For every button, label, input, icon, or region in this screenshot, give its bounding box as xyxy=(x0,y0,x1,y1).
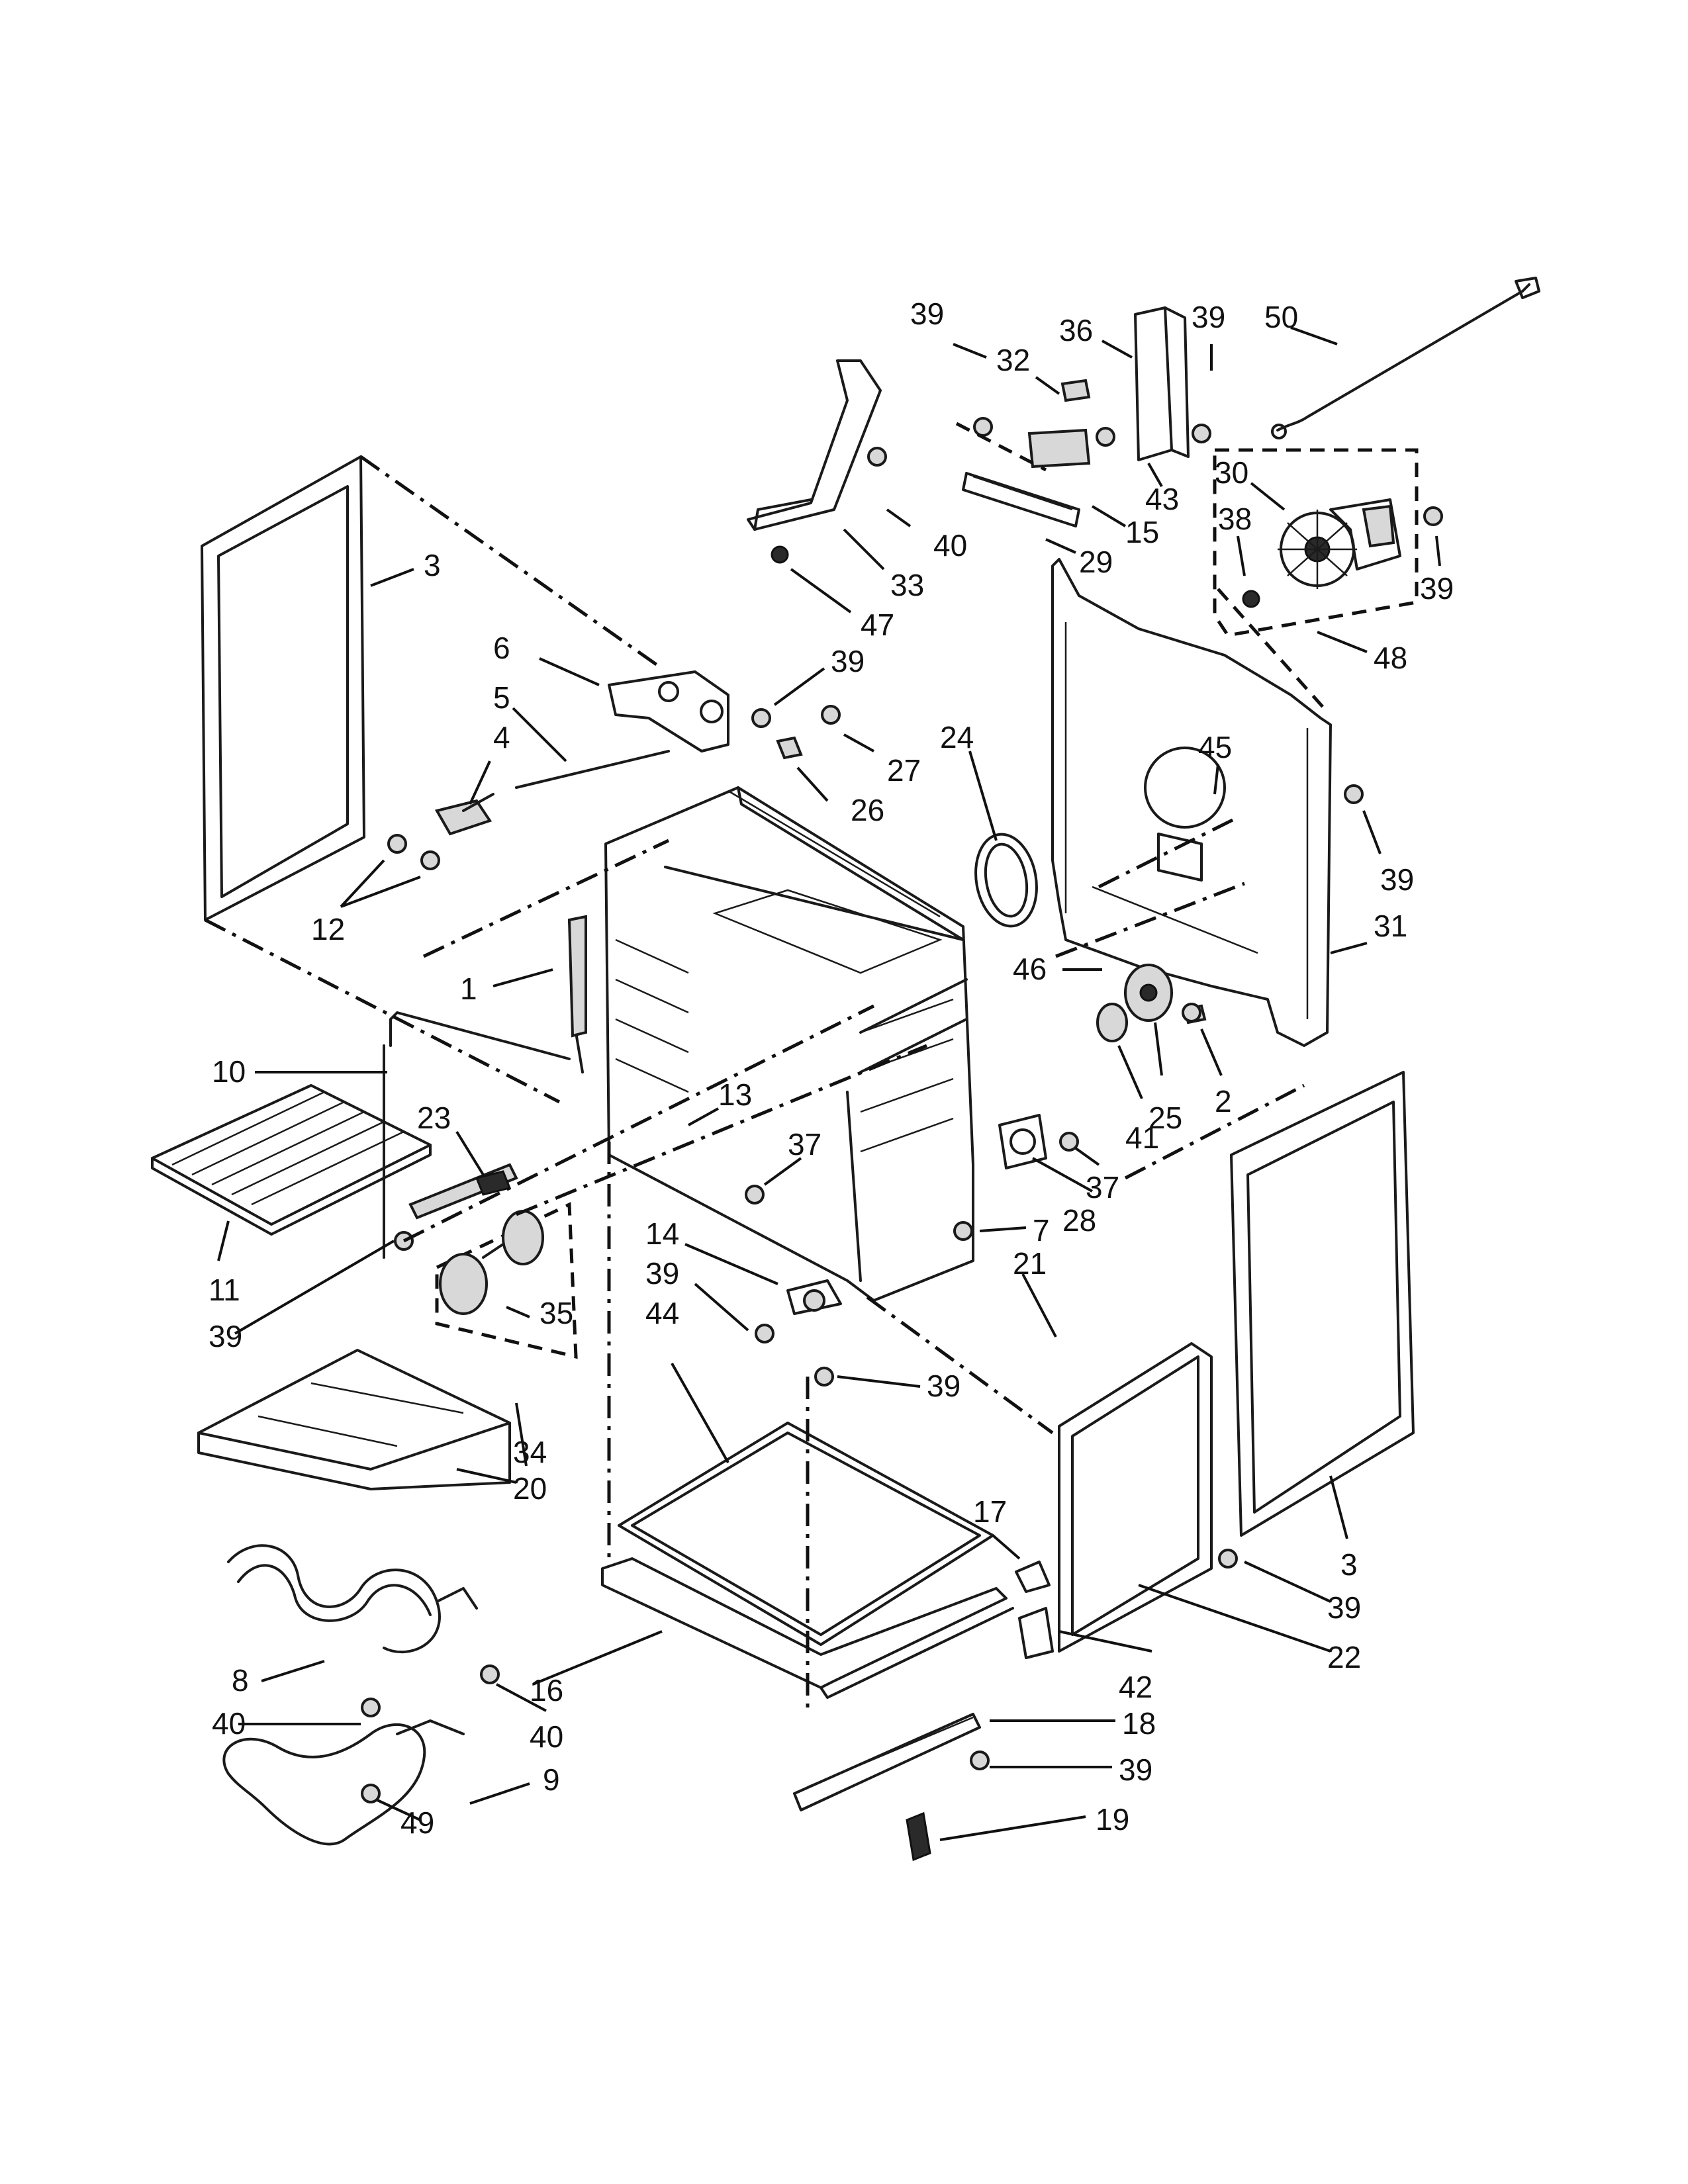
callout-42: 42 xyxy=(1119,1670,1152,1704)
door-latch-part xyxy=(434,736,803,836)
callout-labels: 50 39 32 36 39 43 30 38 39 15 40 29 33 4… xyxy=(209,296,1454,1840)
rear-panel-part xyxy=(1051,558,1332,1047)
right-door-frame-part xyxy=(1230,1071,1415,1537)
leveling-rail-part xyxy=(793,1713,981,1862)
callout-31: 31 xyxy=(1374,909,1407,943)
callout-17: 17 xyxy=(973,1494,1007,1529)
callout-25: 25 xyxy=(1149,1101,1182,1135)
bottom-tray-part xyxy=(601,1557,1014,1699)
callout-39: 39 xyxy=(645,1256,679,1291)
callout-1: 1 xyxy=(460,972,477,1006)
oven-rack-part xyxy=(151,1084,432,1236)
callout-3: 3 xyxy=(1340,1547,1358,1582)
callout-39: 39 xyxy=(1327,1590,1361,1625)
callout-39: 39 xyxy=(1380,862,1414,897)
callout-26: 26 xyxy=(851,793,884,827)
callout-40: 40 xyxy=(212,1706,246,1741)
right-side-panel-part xyxy=(1058,1342,1213,1653)
callout-39: 39 xyxy=(1192,300,1225,334)
callout-40: 40 xyxy=(530,1719,563,1754)
callout-43: 43 xyxy=(1145,482,1179,516)
latch-bracket-part xyxy=(608,670,729,752)
callout-15: 15 xyxy=(1125,515,1159,549)
clip-part xyxy=(1015,1561,1054,1659)
callout-20: 20 xyxy=(513,1471,547,1506)
callout-37: 37 xyxy=(788,1127,821,1161)
callout-5: 5 xyxy=(493,680,510,715)
knob-cluster-part xyxy=(435,1202,578,1359)
callout-24: 24 xyxy=(940,720,974,754)
vertical-channel-part xyxy=(1134,306,1190,461)
bake-element-part xyxy=(227,1544,478,1654)
receptacle-part xyxy=(998,1114,1047,1169)
callout-21: 21 xyxy=(1013,1246,1047,1281)
frame-bracket-part xyxy=(747,359,882,564)
leader-lines xyxy=(217,326,1441,1841)
door-gasket-part xyxy=(974,833,1038,928)
callout-39: 39 xyxy=(1420,571,1454,606)
callout-37: 37 xyxy=(1086,1170,1119,1205)
callout-2: 2 xyxy=(1215,1084,1232,1118)
callout-39: 39 xyxy=(1119,1752,1152,1787)
callout-39: 39 xyxy=(910,296,944,331)
fan-motor-knob-part xyxy=(1096,964,1207,1042)
callout-50: 50 xyxy=(1264,300,1298,334)
callout-40: 40 xyxy=(933,528,967,563)
callout-14: 14 xyxy=(645,1216,679,1251)
callout-8: 8 xyxy=(232,1663,249,1698)
callout-4: 4 xyxy=(493,720,510,754)
callout-18: 18 xyxy=(1122,1706,1156,1741)
callout-27: 27 xyxy=(887,753,921,788)
callout-22: 22 xyxy=(1327,1640,1361,1674)
callout-46: 46 xyxy=(1013,952,1047,986)
left-side-panel-part xyxy=(201,455,365,921)
burner-bracket-part xyxy=(786,1279,842,1315)
door-gasket-strip-part xyxy=(383,1011,571,1259)
callout-45: 45 xyxy=(1198,730,1232,764)
callout-33: 33 xyxy=(890,568,924,602)
oven-cavity-part xyxy=(567,786,974,1302)
callout-28: 28 xyxy=(1062,1203,1096,1238)
callout-10: 10 xyxy=(212,1054,246,1089)
callout-32: 32 xyxy=(996,343,1030,377)
callout-39: 39 xyxy=(927,1369,961,1403)
convection-fan-part xyxy=(1213,448,1419,637)
callout-19: 19 xyxy=(1096,1802,1129,1837)
callout-3: 3 xyxy=(424,548,441,582)
callout-6: 6 xyxy=(493,631,510,665)
callout-34: 34 xyxy=(513,1435,547,1469)
callout-47: 47 xyxy=(861,608,894,642)
callout-36: 36 xyxy=(1059,313,1093,347)
callout-7: 7 xyxy=(1033,1213,1050,1248)
callout-39: 39 xyxy=(831,644,865,678)
power-cord-part xyxy=(1271,277,1540,439)
callout-23: 23 xyxy=(417,1101,451,1135)
callout-44: 44 xyxy=(645,1296,679,1330)
callout-49: 49 xyxy=(400,1805,434,1840)
callout-38: 38 xyxy=(1218,502,1252,536)
broiler-pan-part xyxy=(197,1349,511,1490)
assembly-lines xyxy=(204,422,1325,1714)
callout-29: 29 xyxy=(1079,545,1113,579)
callout-35: 35 xyxy=(539,1296,573,1330)
callout-11: 11 xyxy=(209,1273,240,1307)
callout-16: 16 xyxy=(530,1673,563,1707)
callout-39: 39 xyxy=(209,1319,242,1353)
screw-part xyxy=(361,417,1443,1803)
callout-48: 48 xyxy=(1374,641,1407,675)
callout-13: 13 xyxy=(718,1077,752,1112)
callout-12: 12 xyxy=(311,912,345,946)
callout-41: 41 xyxy=(1125,1120,1159,1155)
oven-sensor-part xyxy=(408,1163,518,1220)
switch-assembly-part xyxy=(962,379,1091,527)
callout-30: 30 xyxy=(1215,455,1248,490)
callout-9: 9 xyxy=(543,1762,560,1797)
broil-element-part xyxy=(222,1719,465,1846)
